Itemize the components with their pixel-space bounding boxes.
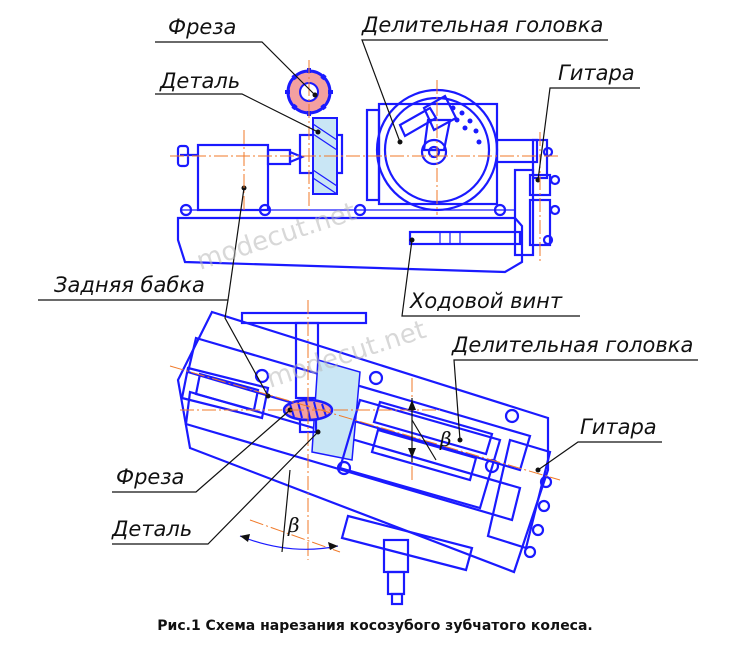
- leader-gitara-top: [537, 87, 640, 181]
- label-dividing-head-top: Делительная головка: [361, 13, 603, 37]
- label-dividing-head-bottom: Делительная головка: [451, 333, 693, 357]
- bolt: [179, 203, 193, 217]
- bolt: [493, 203, 507, 217]
- dividing-head: [365, 88, 539, 212]
- machine-bed: [176, 216, 524, 274]
- tailstock-body: [196, 143, 270, 212]
- leader-freza-bottom: [112, 409, 291, 493]
- table-axis: [169, 365, 561, 481]
- label-gitara-bottom: Гитара: [580, 415, 657, 439]
- beta-arc-lower: [239, 535, 339, 550]
- label-freza-top: Фреза: [168, 15, 236, 39]
- bolt: [353, 203, 367, 217]
- change-gears-bottom: [486, 438, 553, 559]
- label-lead-screw: Ходовой винт: [409, 289, 563, 313]
- leader-dividing-head-bottom: [453, 359, 698, 441]
- leader-dividing-head-top: [361, 39, 608, 143]
- label-freza-bottom: Фреза: [116, 465, 184, 489]
- center-point: [288, 150, 305, 164]
- bottom-view: [169, 300, 561, 606]
- table-outline: [176, 310, 550, 574]
- leader-gitara-bottom: [537, 441, 662, 471]
- annotations: Фреза Деталь Делительная головка Гитара …: [38, 13, 698, 545]
- leader-lead-screw: [401, 239, 580, 317]
- lead-screw-body: [408, 230, 522, 246]
- tailstock: [176, 143, 305, 212]
- angle-beta-lower: β: [287, 513, 300, 537]
- spindle-extension: [495, 138, 539, 164]
- table-slot: [186, 336, 532, 472]
- figure-caption: Рис.1 Схема нарезания косозубого зубчато…: [157, 618, 593, 634]
- label-detal-top: Деталь: [159, 69, 240, 93]
- angle-beta-middle: β: [439, 427, 452, 451]
- leader-detal-top: [155, 93, 319, 133]
- label-detal-bottom: Деталь: [111, 517, 192, 541]
- cutter-arbor-top: [240, 311, 368, 325]
- leader-detal-bottom: [112, 431, 319, 545]
- lead-screw: [408, 230, 522, 246]
- table-slot: [184, 390, 522, 522]
- top-view: [170, 60, 561, 274]
- label-tailstock: Задняя бабка: [54, 273, 205, 297]
- workpiece-assembly: [285, 68, 344, 195]
- leader-freza-top: [155, 41, 316, 96]
- label-gitara-top: Гитара: [558, 61, 635, 85]
- lead-screw-bottom: [340, 514, 474, 606]
